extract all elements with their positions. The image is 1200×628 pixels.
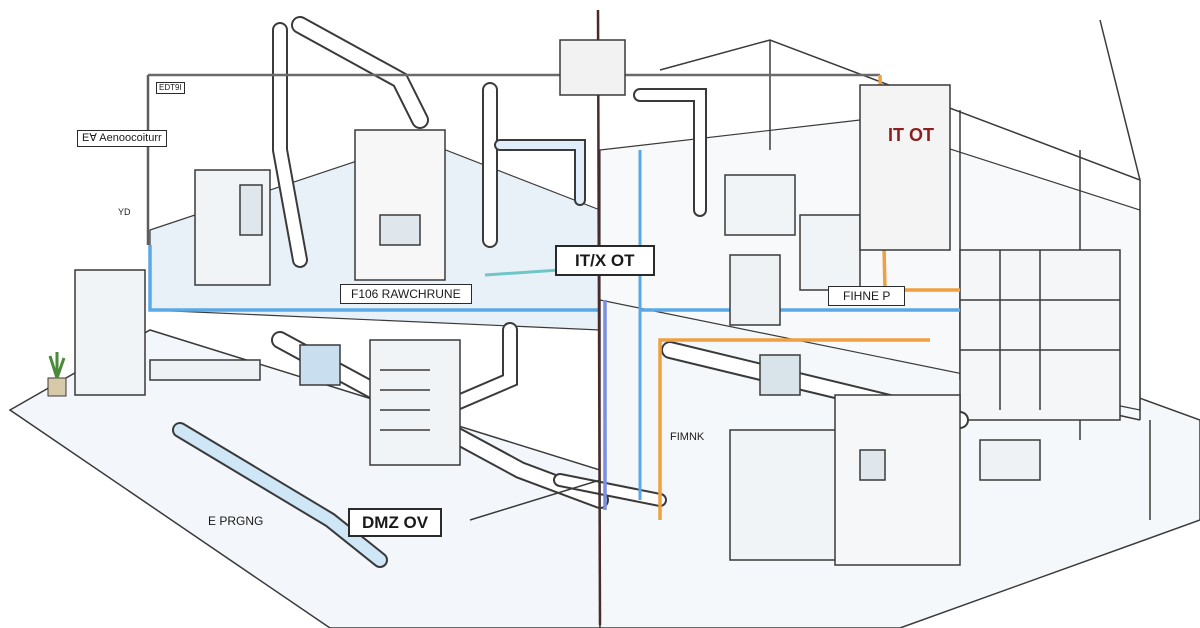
control-box-top (559, 39, 626, 96)
left-callout-label: E∀ Aenoocoiturr (77, 130, 167, 147)
right-machine-label: FIHNE P (828, 286, 906, 306)
cabinet-right-back (724, 174, 796, 236)
ot-panel-right (859, 84, 951, 251)
it-zone-outline (148, 245, 600, 312)
bottom-left-label: E PRGNG (208, 514, 264, 528)
machines (74, 39, 1041, 566)
workbench-left (149, 359, 261, 381)
cabinet-front-left (74, 269, 146, 396)
dmz-label: DMZ OV (348, 508, 443, 537)
front-machine-label: F106 RAWCHRUNE (340, 284, 472, 304)
cabinet-right-mid (799, 214, 861, 291)
right-floor-label: FIMNK (670, 431, 705, 443)
it-ot-boundary-label: IT/X OT (555, 245, 655, 276)
right-sign-label: IT OT (888, 125, 934, 145)
right-frame (659, 19, 1151, 520)
ot-orange-down (658, 338, 930, 520)
dmz-floor-line (469, 478, 601, 521)
top-left-tag: EDT9I (156, 82, 185, 94)
ot-cabinet-small (759, 354, 801, 396)
potted-plant (47, 352, 67, 397)
ot-control-unit (979, 439, 1041, 481)
ot-workstation (729, 254, 781, 326)
rack-center (369, 339, 461, 466)
ot-machine-cube (834, 394, 961, 566)
ot-machine-large (729, 429, 841, 561)
it-ot-boundary (596, 9, 602, 626)
network-lines (146, 9, 960, 626)
cnc-machine (354, 129, 446, 281)
monitor-left (299, 344, 341, 386)
left-small-label: YD (118, 207, 131, 217)
